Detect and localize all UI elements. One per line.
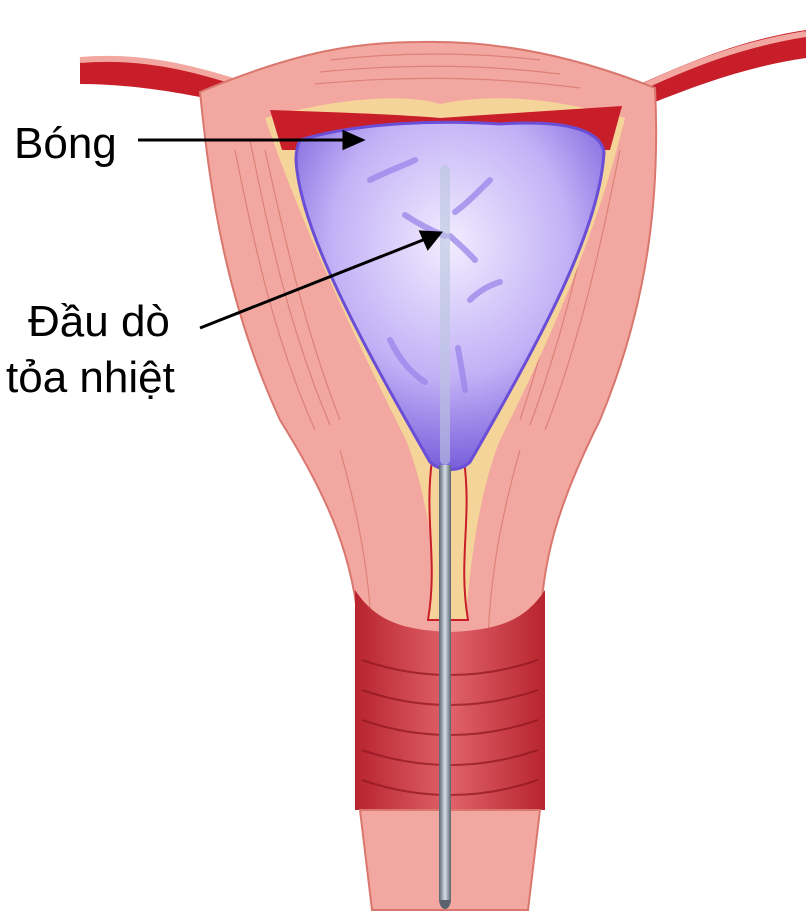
probe-label-line1: Đầu dò: [28, 296, 170, 348]
balloon-label: Bóng: [14, 118, 117, 170]
heat-probe: [440, 165, 450, 465]
probe-label-line2: tỏa nhiệt: [6, 352, 175, 404]
probe-shaft: [439, 465, 451, 900]
